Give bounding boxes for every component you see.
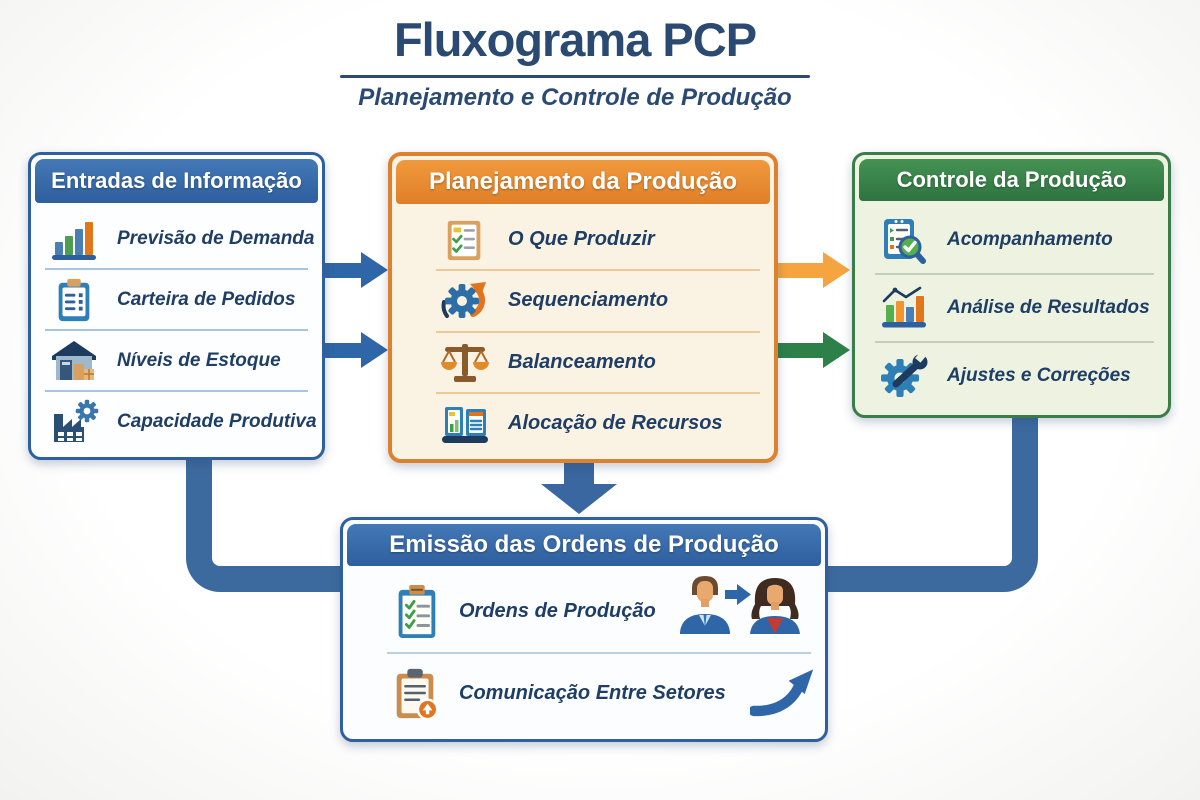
item-label: Acompanhamento <box>947 229 1113 250</box>
arrow-planejamento-to-controle-bottom <box>768 332 850 368</box>
list-item: Carteira de Pedidos <box>45 270 308 331</box>
memo-clipboard-icon <box>387 664 445 722</box>
item-label: Carteira de Pedidos <box>117 288 296 310</box>
list-item: Comunicação Entre Setores <box>387 654 813 734</box>
list-item: Sequenciamento <box>436 271 760 333</box>
results-chart-icon <box>875 284 933 332</box>
bar-chart-icon <box>45 215 103 263</box>
list-item: Acompanhamento <box>875 207 1154 275</box>
factory-gear-icon <box>45 398 103 446</box>
list-item: Ajustes e Correções <box>875 343 1154 409</box>
warehouse-icon <box>45 337 103 385</box>
arrow-entradas-to-planejamento-bottom <box>316 332 388 368</box>
list-item: Capacidade Produtiva <box>45 392 317 451</box>
item-label: Ajustes e Correções <box>947 365 1131 386</box>
connector-controle-to-emissao <box>812 410 1038 592</box>
arrow-planejamento-to-controle-top <box>768 252 850 288</box>
clipboard-magnifier-icon <box>875 215 933 265</box>
item-label: Capacidade Produtiva <box>117 410 317 432</box>
panel-planejamento-da-producao: Planejamento da Produção O Que Produzir … <box>388 152 778 463</box>
people-handoff-icon <box>671 572 803 657</box>
item-label: Alocação de Recursos <box>508 411 723 434</box>
list-item: Alocação de Recursos <box>436 394 760 453</box>
balance-scale-icon <box>436 338 494 386</box>
panel-planejamento-header: Planejamento da Produção <box>396 160 770 204</box>
item-label: Ordens de Produção <box>459 600 656 623</box>
item-label: Sequenciamento <box>508 289 669 312</box>
page-subtitle: Planejamento e Controle de Produção <box>358 84 792 111</box>
list-item: Balanceamento <box>436 333 760 394</box>
resource-boards-icon <box>436 399 494 447</box>
clipboard-icon <box>45 276 103 324</box>
item-label: Níveis de Estoque <box>117 349 281 371</box>
page-title: Fluxograma PCP <box>393 13 757 66</box>
list-item: O Que Produzir <box>436 210 760 272</box>
panel-controle-da-producao: Controle da Produção Acompanhamento Anál… <box>852 152 1171 418</box>
list-item: Ordens de Produção <box>387 572 811 654</box>
panel-emissao-das-ordens: Emissão das Ordens de Produção Ordens de… <box>340 517 828 742</box>
arrow-entradas-to-planejamento-top <box>316 252 388 288</box>
panel-entradas-de-informacao: Entradas de Informação Previsão de Deman… <box>28 152 325 460</box>
title-underline <box>340 75 810 78</box>
gear-cycle-icon <box>436 276 494 326</box>
item-label: Balanceamento <box>508 350 656 373</box>
item-label: Comunicação Entre Setores <box>459 681 726 704</box>
item-label: Análise de Resultados <box>947 297 1150 318</box>
panel-controle-header: Controle da Produção <box>859 159 1164 201</box>
curved-arrow-icon <box>749 668 816 718</box>
order-clipboard-icon <box>387 581 445 643</box>
list-item: Previsão de Demanda <box>45 209 314 270</box>
list-item: Níveis de Estoque <box>45 331 308 392</box>
item-label: Previsão de Demanda <box>117 227 315 249</box>
gear-wrench-icon <box>875 351 933 401</box>
checklist-icon <box>436 216 494 264</box>
panel-entradas-header: Entradas de Informação <box>35 159 318 203</box>
list-item: Análise de Resultados <box>875 275 1154 343</box>
panel-emissao-header: Emissão das Ordens de Produção <box>347 524 821 566</box>
item-label: O Que Produzir <box>508 228 655 251</box>
page-header: Fluxograma PCP Planejamento e Controle d… <box>0 12 1150 112</box>
